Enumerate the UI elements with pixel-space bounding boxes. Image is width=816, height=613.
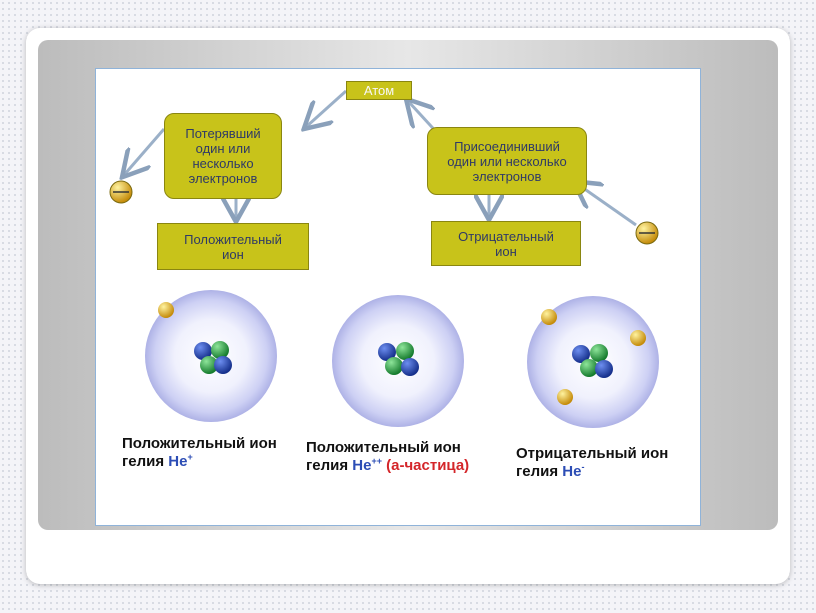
proton — [590, 344, 608, 362]
arrow-electron-to-gained — [576, 183, 637, 227]
caption-line1: Отрицательный ион — [516, 445, 669, 462]
neutron — [214, 356, 232, 374]
neutron — [595, 360, 613, 378]
caption-line1: Положительный ион — [122, 435, 277, 452]
charge: + — [187, 452, 193, 462]
helium-symbol: He — [168, 453, 188, 470]
caption-gelia: гелия — [122, 453, 165, 470]
caption-positive-ion: Положительный ион гелия He+ — [122, 435, 277, 471]
alpha-particle-label: (а-частица) — [386, 457, 470, 474]
proton — [396, 342, 414, 360]
arrow-lost-to-electron — [124, 128, 166, 175]
caption-line1: Положительный ион — [306, 439, 461, 456]
charge: ++ — [371, 456, 382, 466]
proton — [211, 341, 229, 359]
helium-symbol: He — [562, 463, 582, 480]
helium-ion-alpha — [332, 295, 464, 427]
neutron — [401, 358, 419, 376]
neutron — [572, 345, 590, 363]
caption-line2: гелия He+ — [122, 453, 277, 471]
helium-ion-negative — [527, 296, 659, 428]
atom-box: Атом — [346, 81, 412, 100]
charge: - — [581, 462, 585, 472]
free-electron-left — [109, 180, 133, 204]
arrow-atom-to-lost — [306, 89, 348, 127]
negative-ion-box: Отрицательный ион — [431, 221, 581, 266]
caption-line2: гелия He- — [516, 463, 668, 481]
helium-symbol: He — [352, 457, 372, 474]
electron — [541, 309, 557, 325]
helium-ion-positive — [145, 290, 277, 422]
proton — [200, 356, 218, 374]
proton — [385, 357, 403, 375]
caption-line2: гелия He++ (а-частица) — [306, 457, 469, 475]
neutron — [378, 343, 396, 361]
electron — [630, 330, 646, 346]
gained-electrons-box: Присоединивший один или несколько электр… — [427, 127, 587, 195]
electron — [158, 302, 174, 318]
caption-negative-ion: Отрицательный ион гелия He- — [516, 445, 668, 481]
free-electron-right — [635, 221, 659, 245]
ion-diagram: Атом Потерявший один или несколько элект… — [95, 68, 701, 526]
caption-alpha-particle: Положительный ион гелия He++ (а-частица) — [306, 439, 469, 475]
neutron — [194, 342, 212, 360]
lost-electrons-box: Потерявший один или несколько электронов — [164, 113, 282, 199]
caption-gelia: гелия — [306, 457, 349, 474]
proton — [580, 359, 598, 377]
caption-gelia: гелия — [516, 463, 559, 480]
positive-ion-box: Положительный ион — [157, 223, 309, 270]
electron — [557, 389, 573, 405]
